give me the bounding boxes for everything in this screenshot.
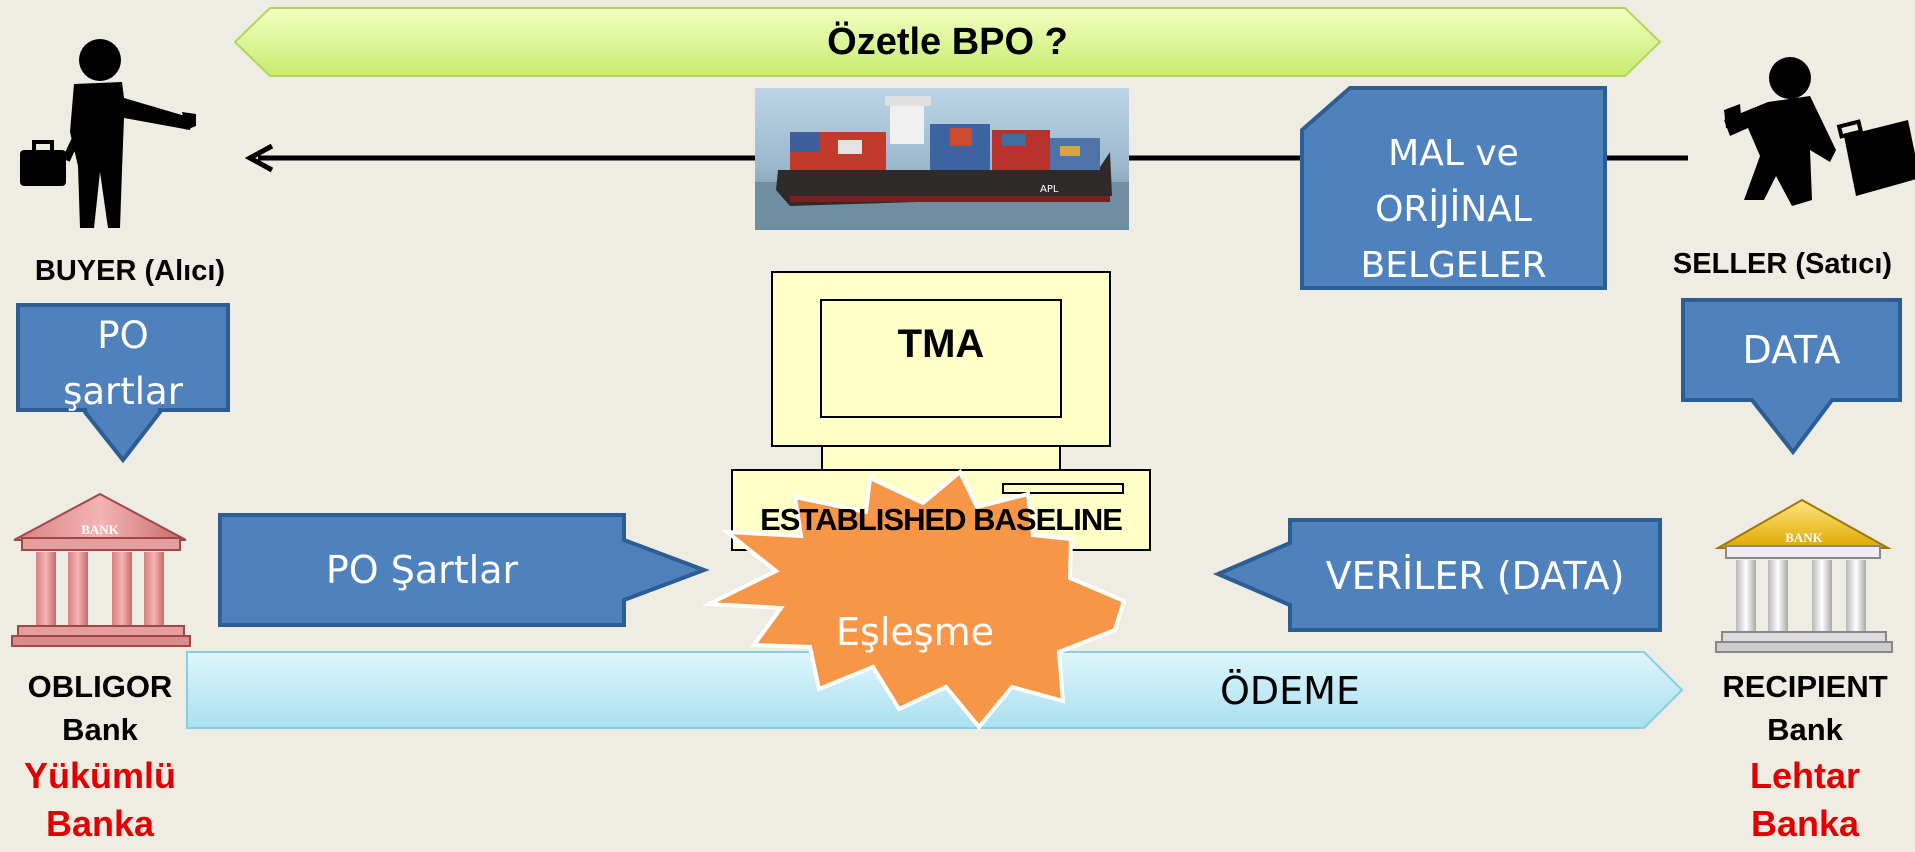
po-terms-down-line-1: PO: [97, 314, 149, 357]
goods-box-shape: [1300, 86, 1607, 290]
obligor-bank-icon: [11, 492, 191, 647]
po-terms-down-label: PO şartlar: [18, 308, 228, 420]
title-banner-shape: [233, 7, 1662, 77]
data-down-arrow-shape: [1681, 298, 1902, 456]
match-burst-shape: [701, 468, 1127, 731]
recipient-bank-line-1: RECIPIENT: [1722, 669, 1888, 704]
buyer-figure-icon: [20, 39, 196, 228]
match-burst-label: Eşleşme: [836, 610, 994, 654]
recipient-bank-local-line-1: Lehtar: [1749, 755, 1861, 796]
payment-arrow-label: ÖDEME: [1220, 669, 1360, 713]
data-left-label: VERİLER (DATA): [1325, 554, 1625, 598]
data-left-arrow-shape: [1212, 518, 1662, 632]
title-banner-label: Özetle BPO ?: [827, 21, 1068, 63]
recipient-bank-local-line-2: Banka: [1750, 803, 1860, 844]
recipient-bank-labels: RECIPIENT Bank Lehtar Banka: [1695, 664, 1915, 846]
seller-figure-icon: [1724, 57, 1915, 206]
po-terms-down-line-2: şartlar: [63, 370, 183, 413]
obligor-bank-line-2: Bank: [62, 712, 138, 747]
goods-box-label: MAL ve ORİJİNAL BELGELER: [1302, 126, 1605, 294]
buyer-label: BUYER (Alıcı): [34, 255, 226, 287]
container-ship-image: APL: [755, 88, 1129, 230]
goods-box-line-2: ORİJİNAL: [1375, 189, 1532, 230]
svg-text:APL: APL: [1040, 184, 1059, 195]
obligor-bank-labels: OBLIGOR Bank Yükümlü Banka: [0, 664, 200, 846]
recipient-bank-sign: BANK: [1785, 530, 1823, 545]
goods-box-line-3: BELGELER: [1360, 245, 1547, 286]
obligor-bank-line-1: OBLIGOR: [27, 669, 173, 704]
shipment-arrowhead: [244, 143, 274, 173]
goods-box-line-1: MAL ve: [1388, 133, 1519, 174]
obligor-bank-local-line-1: Yükümlü: [23, 755, 176, 796]
computer-screen-label: TMA: [897, 322, 985, 366]
obligor-bank-local-line-2: Banka: [45, 803, 155, 844]
seller-label: SELLER (Satıcı): [1672, 248, 1893, 280]
data-down-label: DATA: [1742, 328, 1841, 372]
recipient-bank-icon: [1714, 498, 1893, 653]
po-terms-right-arrow-shape: [218, 513, 710, 627]
obligor-bank-sign: BANK: [81, 522, 119, 537]
recipient-bank-line-2: Bank: [1767, 712, 1843, 747]
po-terms-down-arrow-shape: [16, 303, 230, 464]
po-terms-right-label: PO Şartlar: [325, 548, 519, 592]
computer-base-label: ESTABLISHED BASELINE: [760, 502, 1123, 537]
